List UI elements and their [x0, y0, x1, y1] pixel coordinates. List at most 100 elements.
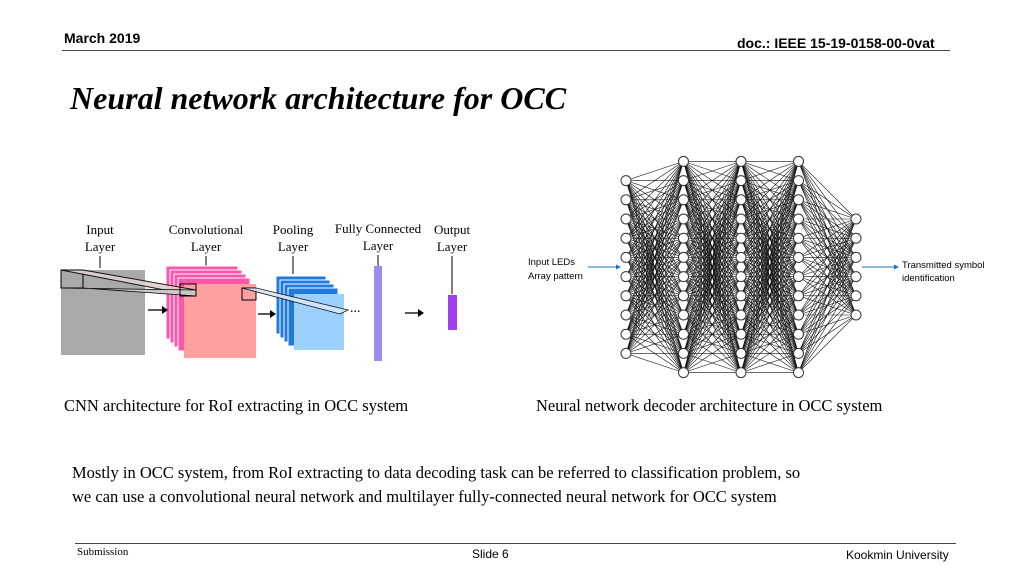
- footer-divider: [75, 543, 956, 544]
- nn-neuron: [678, 328, 689, 340]
- nn-connection: [683, 161, 742, 335]
- nn-connection: [683, 314, 742, 373]
- footer-submission: Submission: [77, 546, 129, 558]
- nn-connection: [740, 161, 799, 201]
- nn-neuron: [793, 271, 804, 283]
- nn-connection: [740, 161, 799, 258]
- nn-neuron: [793, 290, 804, 302]
- nn-neuron: [678, 213, 689, 225]
- output-layer-bar: [448, 295, 457, 330]
- nn-connection: [740, 314, 799, 373]
- nn-connection: [625, 161, 684, 296]
- nn-connection: [683, 161, 742, 316]
- nn-neuron: [620, 328, 632, 340]
- nn-neuron: [793, 328, 804, 340]
- nn-connection: [798, 218, 857, 296]
- nn-neuron: [678, 290, 689, 302]
- nn-neuron: [793, 309, 804, 321]
- nn-connection: [625, 257, 684, 354]
- nn-neuron: [793, 232, 804, 244]
- nn-connection: [683, 333, 742, 373]
- nn-neuron: [678, 271, 689, 283]
- nn-connection: [798, 218, 857, 335]
- nn-neuron: [620, 175, 632, 187]
- pooling-layer-label-2: Layer: [278, 239, 309, 254]
- nn-connection: [683, 295, 742, 373]
- body-line-2: we can use a convolutional neural networ…: [72, 487, 777, 506]
- nn-connection: [625, 161, 684, 354]
- nn-neuron: [735, 232, 747, 244]
- nn-connection: [740, 295, 799, 373]
- nn-neuron: [678, 251, 689, 263]
- header-doc-id: doc.: IEEE 15-19-0158-00-0vat: [737, 35, 935, 51]
- nn-output-label: Transmitted symbol: [902, 260, 985, 271]
- nn-neuron: [793, 213, 804, 225]
- pooling-layer-label: Pooling: [273, 222, 314, 237]
- fc-layer-label: Fully Connected: [335, 221, 422, 236]
- nn-connection: [683, 180, 742, 373]
- nn-neuron: [678, 232, 689, 244]
- nn-connection: [683, 238, 742, 373]
- input-layer-block: [61, 270, 145, 355]
- nn-neuron: [735, 309, 747, 321]
- output-layer-label-2: Layer: [437, 239, 468, 254]
- nn-connection: [683, 161, 742, 296]
- nn-neuron: [620, 251, 632, 263]
- nn-connection: [625, 161, 684, 220]
- nn-connection: [798, 218, 857, 277]
- nn-connection: [740, 161, 799, 373]
- nn-connection: [625, 314, 684, 354]
- nn-neuron: [850, 271, 862, 283]
- nn-connection: [740, 238, 799, 373]
- slide-title: Neural network architecture for OCC: [70, 80, 567, 116]
- nn-neuron: [678, 175, 689, 187]
- nn-connection: [798, 218, 857, 258]
- nn-neuron: [678, 194, 689, 206]
- nn-connection: [625, 276, 684, 354]
- nn-connection: [625, 161, 684, 181]
- footer-slide-number: Slide 6: [472, 547, 509, 561]
- nn-neuron: [735, 175, 747, 187]
- nn-connection: [625, 333, 684, 354]
- nn-connection: [683, 353, 742, 373]
- nn-neuron: [850, 213, 862, 225]
- nn-connection: [798, 218, 857, 373]
- nn-connection: [740, 218, 799, 373]
- nn-neuron: [850, 290, 862, 302]
- nn-neuron: [793, 251, 804, 263]
- conv-layer-stack: [165, 265, 256, 358]
- fc-layer-bar: [374, 266, 382, 361]
- nn-neuron: [735, 213, 747, 225]
- nn-neuron: [620, 213, 632, 225]
- nn-neuron: [620, 309, 632, 321]
- footer-organization: Kookmin University: [846, 548, 949, 562]
- cnn-architecture-diagram: Input Layer Convolutional Layer Pooling …: [60, 221, 470, 361]
- nn-connections: [625, 161, 857, 373]
- fc-layer-label-2: Layer: [363, 238, 394, 253]
- nn-neuron: [678, 367, 689, 379]
- nn-connection: [683, 161, 742, 258]
- nn-connection: [683, 161, 742, 239]
- header-divider: [62, 50, 950, 51]
- nn-connection: [625, 161, 684, 316]
- nn-connection: [740, 161, 799, 220]
- nn-neuron: [620, 347, 632, 359]
- nn-connection: [740, 161, 799, 316]
- nn-connection: [625, 238, 684, 354]
- nn-connection: [625, 180, 684, 354]
- nn-neuron: [735, 271, 747, 283]
- nn-connection: [798, 295, 857, 373]
- nn-neuron: [678, 155, 689, 167]
- nn-connection: [798, 276, 857, 373]
- nn-connection: [740, 161, 799, 239]
- nn-neuron: [735, 367, 747, 379]
- nn-neuron: [678, 309, 689, 321]
- nn-connection: [798, 238, 857, 373]
- nn-connection: [683, 161, 742, 220]
- nn-neuron: [735, 155, 747, 167]
- nn-connection: [625, 161, 684, 277]
- nn-connection: [740, 161, 799, 354]
- nn-connection: [683, 257, 742, 373]
- nn-neuron: [735, 251, 747, 263]
- nn-connection: [798, 218, 857, 239]
